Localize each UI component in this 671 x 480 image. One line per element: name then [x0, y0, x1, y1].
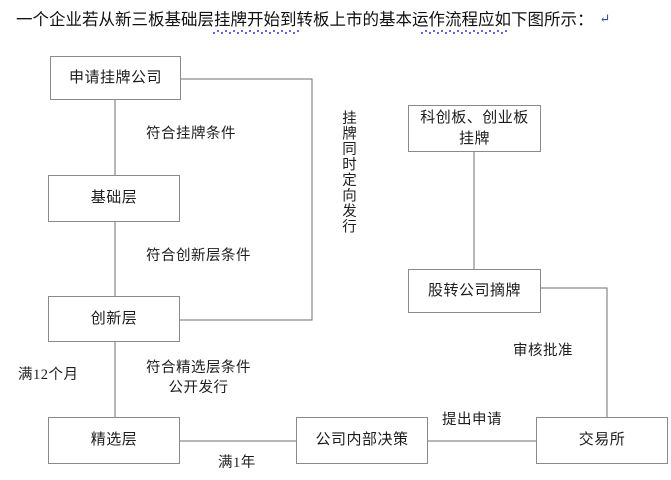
- edge-label-review-approval: 审核批准: [513, 343, 573, 359]
- edge-label-submit-application: 提出申请: [442, 412, 502, 428]
- node-label: 公司内部决策: [315, 432, 409, 448]
- spellcheck-underline-1: [212, 30, 300, 34]
- node-label: 股转公司摘牌: [427, 282, 521, 299]
- node-label: 精选层: [90, 432, 138, 448]
- edge-label-listing-with-directed-issuance: 挂牌同时定向发行: [340, 110, 356, 234]
- edge-label-twelve-months: 满12个月: [18, 367, 79, 383]
- node-star-chinext-listing[interactable]: 科创板、创业板 挂牌: [408, 105, 541, 152]
- node-neeq-delisting[interactable]: 股转公司摘牌: [408, 269, 541, 313]
- node-company-internal-decision[interactable]: 公司内部决策: [296, 417, 428, 464]
- edge-label-one-year: 满1年: [218, 455, 256, 471]
- spellcheck-underline-2: [420, 30, 508, 34]
- node-label: 科创板、创业板 挂牌: [420, 109, 529, 147]
- node-stock-exchange[interactable]: 交易所: [536, 417, 668, 464]
- edge-label-meets-innovation-conditions: 符合创新层条件: [146, 248, 251, 264]
- connector-apply-right-to-innovation: [180, 78, 313, 321]
- node-apply-listing-company[interactable]: 申请挂牌公司: [50, 56, 181, 100]
- node-label: 基础层: [90, 190, 138, 206]
- node-label: 申请挂牌公司: [68, 69, 162, 86]
- node-selection-layer[interactable]: 精选层: [48, 417, 180, 464]
- edge-label-meets-selection-conditions: 符合精选层条件 公开发行: [146, 360, 251, 396]
- paragraph-mark-icon: ↵: [599, 11, 611, 26]
- connector-exchange-to-delist: [541, 287, 608, 417]
- edge-label-meets-listing-conditions: 符合挂牌条件: [146, 126, 236, 142]
- node-basic-layer[interactable]: 基础层: [48, 175, 180, 222]
- node-label: 创新层: [90, 310, 138, 327]
- page-title: 一个企业若从新三板基础层挂牌开始到转板上市的基本运作流程应如下图所示： ↵: [16, 8, 656, 31]
- page-title-text: 一个企业若从新三板基础层挂牌开始到转板上市的基本运作流程应如下图所示：: [16, 10, 594, 29]
- node-innovation-layer[interactable]: 创新层: [48, 296, 180, 342]
- node-label: 交易所: [578, 432, 626, 448]
